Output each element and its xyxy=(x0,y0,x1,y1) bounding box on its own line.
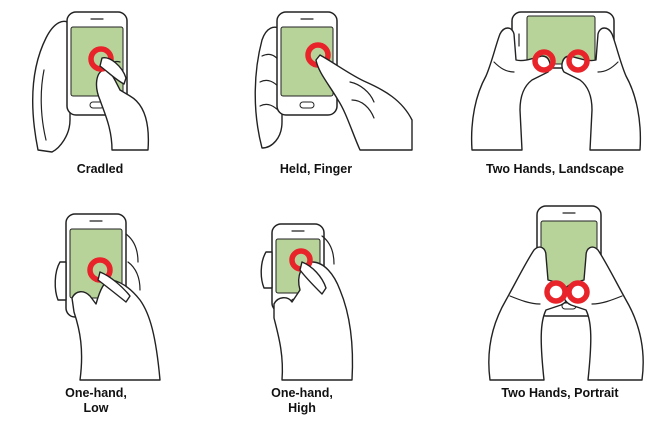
left-fingertips xyxy=(261,252,272,288)
caption-line: Low xyxy=(0,401,196,416)
caption-one-hand-high: One-hand, High xyxy=(202,386,402,416)
caption-line: Two Hands, Landscape xyxy=(455,162,655,177)
caption-cradled: Cradled xyxy=(0,162,200,177)
left-fingertips xyxy=(55,262,66,300)
caption-line: One-hand, xyxy=(202,386,402,401)
holding-hand xyxy=(72,280,160,380)
caption-held-finger: Held, Finger xyxy=(216,162,416,177)
one-hand-high-grip-illustration xyxy=(261,224,352,380)
finger-line xyxy=(128,262,140,290)
caption-two-hands-landscape: Two Hands, Landscape xyxy=(455,162,655,177)
caption-two-hands-portrait: Two Hands, Portrait xyxy=(460,386,660,401)
left-hand xyxy=(33,21,70,152)
caption-line: Two Hands, Portrait xyxy=(460,386,660,401)
held-finger-grip-illustration xyxy=(255,12,412,150)
caption-line: One-hand, xyxy=(0,386,196,401)
one-hand-low-grip-illustration xyxy=(55,214,160,380)
two-hands-landscape-grip-illustration xyxy=(472,12,641,150)
caption-line: High xyxy=(202,401,402,416)
caption-line: Held, Finger xyxy=(216,162,416,177)
finger-line xyxy=(126,234,138,262)
cradled-grip-illustration xyxy=(33,12,149,152)
caption-line: Cradled xyxy=(0,162,200,177)
caption-one-hand-low: One-hand, Low xyxy=(0,386,196,416)
two-hands-portrait-grip-illustration xyxy=(489,206,643,380)
